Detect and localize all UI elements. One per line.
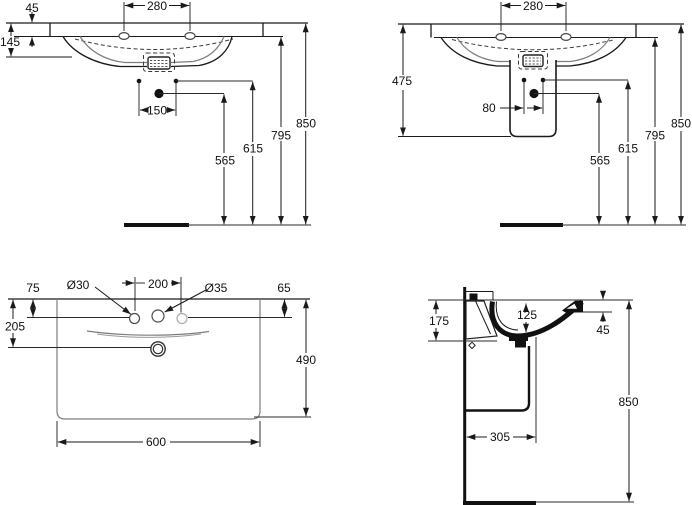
overflow-drain-box <box>143 52 175 72</box>
basin-outline <box>398 23 686 227</box>
tap-hole-left <box>118 31 130 40</box>
dim-bowl-depth: 125 <box>517 308 537 322</box>
dim-fixing-height: 615 <box>243 142 263 156</box>
dim-left-hole-offset: 75 <box>26 281 40 295</box>
trap-shroud <box>466 346 531 412</box>
overflow-drain-box <box>518 51 548 70</box>
side-hole-right <box>176 312 188 325</box>
dim-waste-height: 565 <box>590 154 610 168</box>
waste-outlet-inner <box>152 343 164 355</box>
dim-fixing-cc: 80 <box>482 101 496 115</box>
waste-flange <box>509 335 528 341</box>
label-large-hole-dia: Ø35 <box>205 281 228 295</box>
dim-hole-cc: 200 <box>148 277 168 291</box>
dim-tap-holes-cc: 280 <box>523 0 543 13</box>
dim-mounting-height: 850 <box>618 395 638 409</box>
dim-depth: 490 <box>296 353 316 367</box>
dim-tap-holes-cc: 280 <box>147 0 167 13</box>
tap-hole-left <box>495 32 507 41</box>
dim-underside-height: 795 <box>645 129 665 143</box>
semi-pedestal <box>509 60 557 138</box>
dim-rim-height: 850 <box>296 117 316 131</box>
plan-view: 75 Ø30 200 Ø35 65 205 490 600 <box>5 277 316 449</box>
front-view: 45 280 145 150 565 615 795 850 <box>0 0 316 227</box>
dim-fixing-cc: 150 <box>147 104 167 118</box>
dim-rim-thickness: 45 <box>25 1 39 15</box>
basin-plan-body <box>56 299 261 420</box>
dim-rim-height: 850 <box>671 117 691 131</box>
dim-waste-height: 565 <box>215 154 235 168</box>
waste-tail <box>515 341 526 348</box>
center-tap-hole <box>151 309 165 323</box>
pedestal-view: 280 475 80 565 615 795 850 <box>392 0 691 227</box>
tap-hole-right <box>560 32 572 41</box>
dim-projection: 305 <box>490 430 510 444</box>
basin-outline <box>6 22 311 227</box>
dim-waste-offset: 205 <box>5 320 25 334</box>
dim-fixing-height: 615 <box>618 142 638 156</box>
dim-width: 600 <box>146 435 166 449</box>
back-ledge-section <box>465 300 498 340</box>
fixing-hole-left <box>136 78 142 84</box>
basin-outline <box>8 298 311 420</box>
dim-front-height: 145 <box>0 35 20 49</box>
datum-marker <box>468 341 476 350</box>
tap-hole-section <box>469 293 478 300</box>
dimensions-section: 175 125 45 305 850 <box>429 290 639 502</box>
dim-front-lip: 45 <box>596 323 610 337</box>
dimensions-plan: 75 Ø30 200 Ø35 65 205 490 600 <box>5 277 316 449</box>
dim-pedestal-height: 475 <box>392 74 412 88</box>
dimensions-front: 45 280 145 150 565 615 795 850 <box>0 0 316 225</box>
side-hole-left <box>128 312 141 325</box>
label-small-hole-dia: Ø30 <box>67 278 90 292</box>
dim-right-hole-offset: 65 <box>277 281 291 295</box>
section-view: 175 125 45 305 850 <box>428 287 639 505</box>
waste-outlet-outer <box>150 341 166 357</box>
dim-underside-height: 795 <box>271 129 291 143</box>
dimensions-pedestal: 280 475 80 565 615 795 850 <box>392 0 691 225</box>
fixing-hole-left <box>521 77 527 83</box>
dim-back-height: 175 <box>429 314 449 328</box>
basin-section <box>428 287 634 505</box>
tap-hole-right <box>184 31 196 40</box>
